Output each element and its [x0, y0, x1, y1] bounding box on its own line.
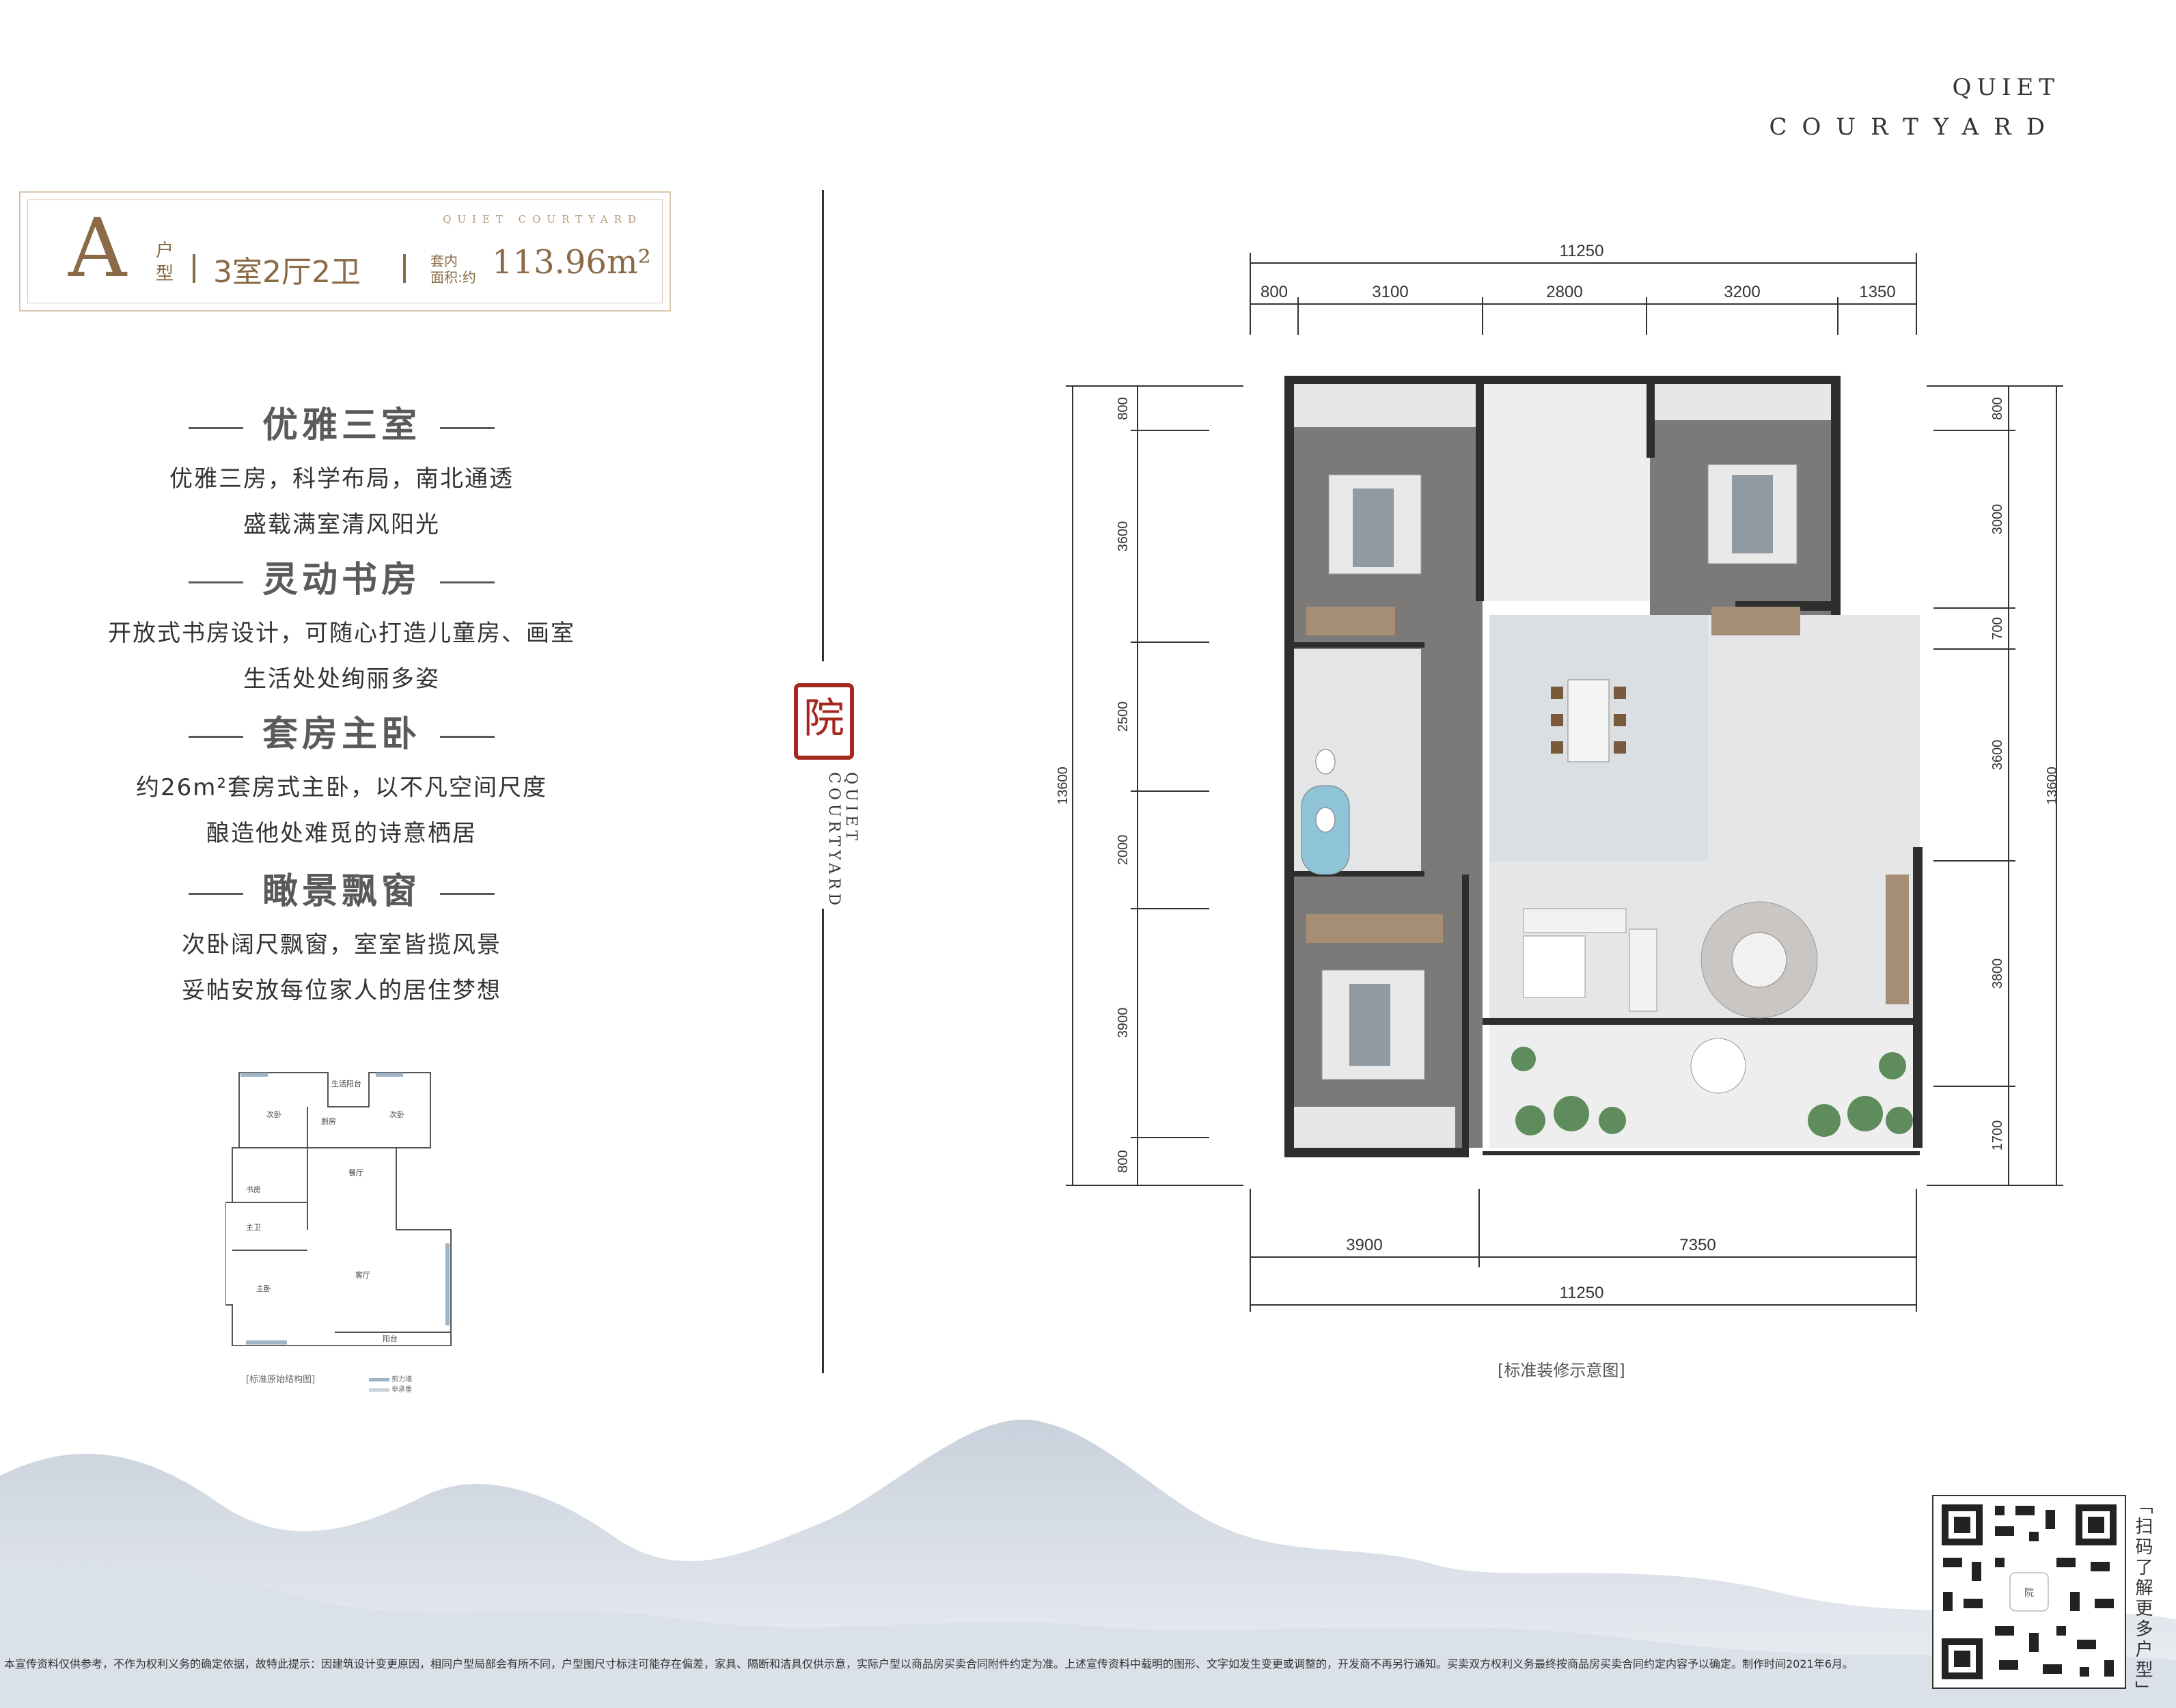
- mini-room-label: 客厅: [355, 1270, 370, 1280]
- feature-block: 套房主卧 约26m²套房式主卧，以不凡空间尺度 酿造他处难觅的诗意栖居: [75, 705, 608, 848]
- mountain-background: [0, 1419, 2176, 1708]
- floor-plan: 11250 800 3100 2800 3200 1350 3900 7350 …: [1056, 242, 2063, 1312]
- feature-text: 生活处处绚丽多姿: [243, 665, 440, 693]
- dim-bottom-segment: 3900: [1346, 1236, 1382, 1254]
- unit-type-label: 户 型: [156, 239, 174, 286]
- dim-top-segment: 1350: [1859, 283, 1895, 301]
- dim-bottom-segment: 7350: [1679, 1236, 1716, 1254]
- unit-type-box-subtitle: QUIET COURTYARD: [443, 213, 642, 225]
- separator-bar: [403, 254, 406, 283]
- feature-title: 优雅三室: [75, 396, 608, 447]
- dim-left-segment: 3600: [1116, 521, 1131, 552]
- dim-top-segment: 2800: [1546, 283, 1582, 301]
- dim-left-segment: 800: [1116, 1150, 1131, 1172]
- dim-left-segment: 3900: [1116, 1008, 1131, 1038]
- seal-vertical-text: QUIET COURTYARD: [825, 772, 859, 910]
- legend-label: 剪力墙: [391, 1376, 413, 1383]
- unit-type-letter: A: [68, 201, 127, 295]
- feature-text: 妥帖安放每位家人的居住梦想: [182, 977, 501, 1004]
- dim-top-segment: 3100: [1372, 283, 1408, 301]
- feature-text: 约26m²套房式主卧，以不凡空间尺度: [135, 774, 547, 801]
- brand-line-1: QUIET: [1952, 74, 2060, 101]
- feature-title: 灵动书房: [75, 551, 608, 602]
- area-label-line1: 套内: [430, 253, 458, 269]
- feature-block: 瞰景飘窗 次卧阔尺飘窗，室室皆揽风景 妥帖安放每位家人的居住梦想: [75, 862, 608, 1005]
- separator-bar: [193, 254, 195, 283]
- room-config: 3室2厅2卫: [213, 255, 361, 290]
- feature-block: 优雅三室 优雅三房，科学布局，南北通透 盛载满室清风阳光: [75, 396, 608, 539]
- feature-title: 瞰景飘窗: [75, 862, 608, 913]
- svg-text:院: 院: [2024, 1588, 2034, 1599]
- mini-room-label: 次卧: [266, 1110, 281, 1119]
- footer-disclaimer: 本宣传资料仅供参考，不作为权利义务的确定依据，故特此提示：因建筑设计变更原因，相…: [4, 1657, 1854, 1670]
- dim-right-segment: 1700: [1990, 1120, 2005, 1151]
- qr-note: 「扫码了解更多户型」: [2132, 1496, 2153, 1701]
- mini-room-label: 阳台: [383, 1334, 398, 1343]
- unit-type-label-hu: 户: [156, 240, 174, 261]
- dim-right-segment: 3600: [1990, 740, 2005, 771]
- dim-left-segment: 800: [1116, 397, 1131, 419]
- unit-type-box: QUIET COURTYARD A 户 型 3室2厅2卫 套内 面积:约 113…: [19, 191, 671, 312]
- mini-room-label: 生活阳台: [331, 1079, 361, 1088]
- dim-right-segment: 700: [1990, 617, 2005, 639]
- brand-line-2: COURTYARD: [1769, 113, 2060, 141]
- dim-left-segment: 2500: [1116, 702, 1131, 732]
- dim-left-total: 13600: [1056, 767, 1071, 805]
- feature-text: 优雅三房，科学布局，南北通透: [169, 465, 514, 493]
- dim-right-segment: 800: [1990, 397, 2005, 419]
- dim-bottom-total: 11250: [1560, 1284, 1604, 1302]
- area-label: 套内 面积:约: [430, 253, 476, 286]
- divider-line: [822, 190, 824, 661]
- structural-plan-legend: 剪力墙 非承重: [369, 1373, 412, 1394]
- feature-text: 酿造他处难觅的诗意栖居: [206, 820, 477, 847]
- mini-room-label: 主卧: [256, 1284, 271, 1293]
- feature-block: 灵动书房 开放式书房设计，可随心打造儿童房、画室 生活处处绚丽多姿: [75, 551, 608, 693]
- mini-room-label: 餐厅: [348, 1168, 363, 1177]
- dim-right-segment: 3000: [1990, 504, 2005, 535]
- dim-top-segment: 800: [1261, 283, 1288, 301]
- seal-stamp: 院: [794, 683, 854, 760]
- divider-line: [822, 909, 824, 1373]
- dim-right-segment: 3800: [1990, 959, 2005, 989]
- mini-room-label: 主卫: [246, 1223, 261, 1232]
- structural-plan-thumbnail: 次卧 生活阳台 厨房 次卧 餐厅 书房 主卫 客厅 主卧 阳台: [225, 1072, 452, 1346]
- kitchen-floor: [1483, 379, 1650, 601]
- area-label-line2: 面积:约: [430, 269, 476, 286]
- dim-left-segment: 2000: [1116, 835, 1131, 866]
- legend-label: 非承重: [391, 1386, 413, 1394]
- feature-text: 开放式书房设计，可随心打造儿童房、画室: [108, 620, 575, 647]
- floor-plan-caption: [标准装修示意图]: [1498, 1361, 1625, 1380]
- feature-text: 次卧阔尺飘窗，室室皆揽风景: [182, 931, 501, 959]
- mini-room-label: 厨房: [321, 1117, 336, 1126]
- mini-room-label: 书房: [246, 1185, 261, 1194]
- unit-type-label-xing: 型: [156, 264, 174, 284]
- mini-room-label: 次卧: [389, 1110, 404, 1119]
- dim-top-total: 11250: [1560, 242, 1604, 260]
- qr-code[interactable]: 院: [1932, 1495, 2126, 1689]
- feature-text: 盛载满室清风阳光: [243, 511, 440, 538]
- area-value: 113.96m²: [492, 243, 651, 281]
- unit-type-box-inner: [27, 199, 663, 303]
- feature-title: 套房主卧: [75, 705, 608, 756]
- dim-right-total: 13600: [2045, 767, 2060, 805]
- dim-top-segment: 3200: [1724, 283, 1760, 301]
- structural-plan-caption: [标准原始结构图]: [246, 1375, 316, 1385]
